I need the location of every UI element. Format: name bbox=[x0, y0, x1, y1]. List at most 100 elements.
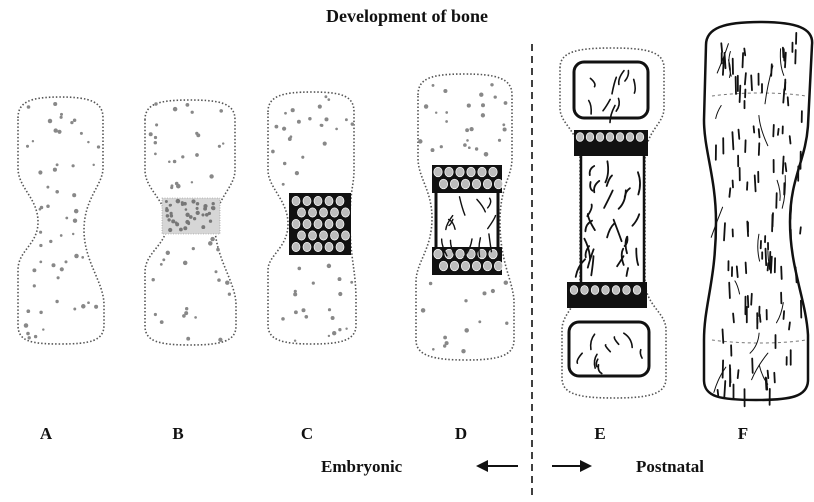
chondrocyte-dot bbox=[176, 199, 181, 204]
chondrocyte-dot bbox=[504, 280, 508, 284]
chondrocyte-dot bbox=[39, 231, 42, 234]
chondrocyte-dot bbox=[183, 226, 187, 230]
chondrocyte-dot bbox=[72, 233, 74, 235]
chondrocyte-dot bbox=[432, 348, 435, 351]
ossification-cell bbox=[633, 286, 641, 295]
ossification-cell bbox=[456, 167, 464, 177]
stage-label-a: A bbox=[26, 424, 66, 444]
ossification-cell bbox=[434, 167, 442, 177]
ossification-cell bbox=[292, 242, 300, 251]
trabecula-line bbox=[738, 370, 739, 378]
chondrocyte-dot bbox=[56, 163, 59, 166]
chondrocyte-dot bbox=[212, 202, 215, 205]
chondrocyte-dot bbox=[183, 261, 188, 266]
chondrocyte-dot bbox=[468, 146, 471, 149]
chondrocyte-dot bbox=[203, 204, 207, 208]
vessel-stroke bbox=[638, 172, 640, 194]
chondrocyte-dot bbox=[216, 248, 220, 252]
chondrocyte-dot bbox=[53, 168, 57, 172]
chondrocyte-dot bbox=[196, 207, 199, 210]
chondrocyte-dot bbox=[152, 278, 155, 281]
chondrocyte-dot bbox=[301, 156, 304, 159]
chondrocyte-dot bbox=[327, 264, 331, 268]
ossification-cell bbox=[439, 261, 447, 271]
chondrocyte-dot bbox=[185, 213, 189, 217]
ossification-cell bbox=[445, 167, 453, 177]
postnatal-label: Postnatal bbox=[636, 457, 704, 477]
ossification-cell bbox=[342, 231, 350, 240]
trabecula-line bbox=[733, 314, 734, 323]
chondrocyte-dot bbox=[332, 331, 336, 335]
chondrocyte-dot bbox=[191, 199, 195, 203]
ossification-cell bbox=[623, 286, 631, 295]
chondrocyte-dot bbox=[42, 328, 44, 330]
chondrocyte-dot bbox=[60, 113, 63, 116]
chondrocyte-dot bbox=[179, 228, 183, 232]
vessel-stroke bbox=[488, 198, 491, 208]
chondrocyte-dot bbox=[284, 112, 287, 115]
chondrocyte-dot bbox=[294, 339, 296, 341]
vessel-stroke bbox=[605, 161, 608, 182]
chondrocyte-dot bbox=[318, 105, 322, 109]
chondrocyte-dot bbox=[196, 202, 200, 206]
chondrocyte-dot bbox=[218, 145, 221, 148]
chondrocyte-dot bbox=[335, 128, 338, 131]
ossification-cell bbox=[581, 286, 589, 295]
ossification-cell bbox=[483, 261, 491, 271]
chondrocyte-dot bbox=[469, 127, 473, 131]
trabecula-line bbox=[751, 294, 752, 305]
chondrocyte-dot bbox=[175, 221, 178, 224]
chondrocyte-dot bbox=[46, 205, 50, 209]
vessel-stroke bbox=[585, 221, 592, 232]
chondrocyte-dot bbox=[27, 105, 31, 109]
chondrocyte-dot bbox=[463, 143, 467, 147]
embryonic-label: Embryonic bbox=[321, 457, 402, 477]
ossification-cell bbox=[303, 219, 311, 228]
chondrocyte-dot bbox=[57, 130, 61, 134]
chondrocyte-dot bbox=[162, 258, 165, 261]
chondrocyte-dot bbox=[165, 200, 168, 203]
ossification-cell bbox=[325, 196, 333, 205]
ossification-cell bbox=[314, 242, 322, 251]
chondrocyte-dot bbox=[491, 289, 495, 293]
stage-label-d: D bbox=[441, 424, 481, 444]
chondrocyte-dot bbox=[196, 211, 200, 215]
trabecula-line bbox=[785, 163, 786, 171]
trabecula-line bbox=[790, 136, 791, 143]
ossification-cell bbox=[489, 167, 497, 177]
ossification-cell bbox=[472, 261, 480, 271]
ossification-cell bbox=[303, 196, 311, 205]
chondrocyte-dot bbox=[28, 336, 31, 339]
chondrocyte-dot bbox=[328, 335, 330, 337]
chondrocyte-dot bbox=[185, 307, 188, 310]
vessel-stroke bbox=[591, 256, 593, 275]
trabecula-line bbox=[768, 263, 769, 270]
chondrocyte-dot bbox=[57, 276, 60, 279]
chondrocyte-dot bbox=[209, 174, 213, 178]
chondrocyte-dot bbox=[181, 155, 184, 158]
chondrocyte-dot bbox=[331, 316, 335, 320]
chondrocyte-dot bbox=[302, 308, 306, 312]
trabecula-line bbox=[788, 97, 789, 105]
chondrocyte-dot bbox=[53, 102, 57, 106]
chondrocyte-dot bbox=[34, 335, 37, 338]
trabecula-line bbox=[759, 143, 760, 155]
vessel-stroke bbox=[614, 220, 622, 242]
ossification-cell bbox=[494, 179, 502, 189]
vessel-stroke bbox=[627, 268, 629, 276]
chondrocyte-dot bbox=[282, 127, 286, 131]
trabecula-line bbox=[721, 43, 722, 52]
ossification-cell bbox=[336, 196, 344, 205]
chondrocyte-dot bbox=[435, 111, 437, 113]
chondrocyte-dot bbox=[215, 270, 218, 273]
chondrocyte-dot bbox=[39, 244, 42, 247]
chondrocyte-dot bbox=[211, 206, 215, 210]
chondrocyte-dot bbox=[308, 117, 311, 120]
chondrocyte-dot bbox=[170, 214, 173, 217]
chondrocyte-dot bbox=[185, 220, 189, 224]
trabecula-line bbox=[768, 371, 769, 379]
chondrocyte-dot bbox=[443, 344, 446, 347]
trabecula-line bbox=[759, 129, 760, 137]
trabecula-line bbox=[747, 222, 748, 237]
